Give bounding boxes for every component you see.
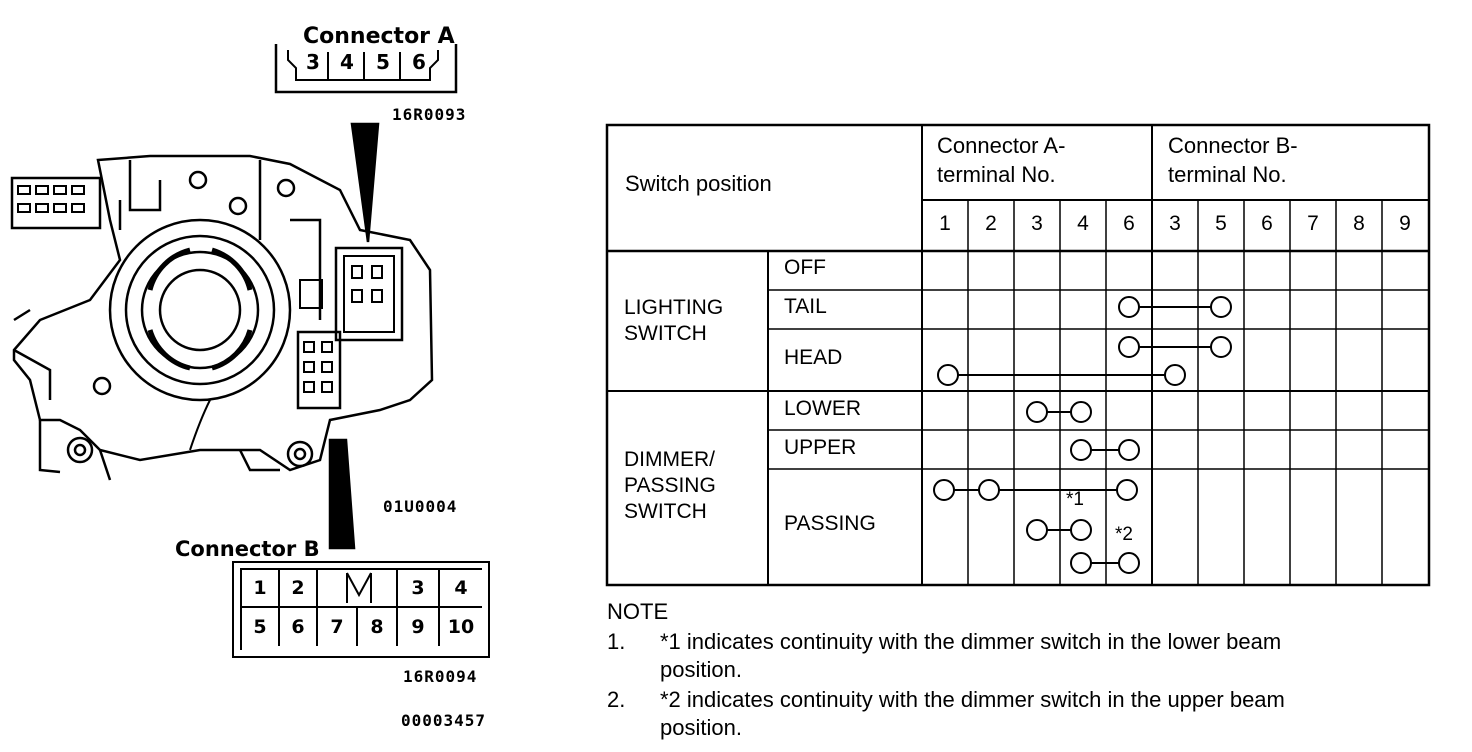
terminal-number: 1 [939, 212, 951, 235]
terminal-number: 3 [1031, 212, 1043, 235]
switch-position-header: Switch position [625, 171, 772, 196]
terminal-number: 5 [1215, 212, 1227, 235]
terminal-number: 9 [1399, 212, 1411, 235]
connector-a-pin: 3 [306, 50, 320, 74]
position-tail: TAIL [784, 295, 827, 318]
connector-a-code: 16R0093 [392, 105, 467, 124]
connector-b-housing [232, 561, 490, 658]
position-head: HEAD [784, 346, 843, 369]
assembly-code: 01U0004 [383, 497, 458, 516]
connector-b-pin: 6 [280, 608, 318, 646]
connector-b-code: 16R0094 [403, 667, 478, 686]
mark-2: *2 [1115, 524, 1133, 545]
connector-a-title: Connector A [303, 24, 455, 49]
note-title: NOTE [607, 599, 669, 624]
connector-b-header: Connector B- [1168, 133, 1298, 158]
continuity-marks [933, 296, 1232, 574]
note-text: *2 indicates continuity with the dimmer … [660, 687, 1285, 712]
connector-b-pin: 7 [318, 608, 358, 646]
group-label-dimmer: DIMMER/ [624, 448, 715, 471]
note-text: *1 indicates continuity with the dimmer … [660, 629, 1282, 654]
group-label-lighting: LIGHTING [624, 296, 724, 319]
connector-b-pin: 1 [242, 570, 280, 608]
connector-a-pin: 4 [340, 50, 354, 74]
connector-a-header-sub: terminal No. [937, 162, 1056, 187]
figure-code: 00003457 [401, 711, 487, 730]
connector-a-housing [274, 44, 458, 94]
connector-b-title: Connector B [175, 537, 320, 561]
combination-switch-drawing [10, 122, 434, 550]
position-off: OFF [784, 256, 826, 279]
terminal-number: 2 [985, 212, 997, 235]
terminal-number: 7 [1307, 212, 1319, 235]
connector-b-pin: 9 [398, 608, 440, 646]
connector-b-pin: 4 [440, 570, 482, 608]
position-passing: PASSING [784, 512, 876, 535]
connector-a-pin: 6 [412, 50, 426, 74]
position-lower: LOWER [784, 397, 862, 420]
terminal-number: 3 [1169, 212, 1181, 235]
note-number: 2. [607, 687, 626, 712]
terminal-number: 6 [1261, 212, 1273, 235]
note-text-cont: position. [660, 715, 742, 740]
note-number: 1. [607, 629, 626, 654]
terminal-number: 4 [1077, 212, 1089, 235]
connector-b-pin: 5 [242, 608, 280, 646]
connector-b-face: 1 2 3 4 5 6 7 8 9 10 [240, 568, 482, 650]
note-text-cont: position. [660, 657, 742, 682]
terminal-number: 6 [1123, 212, 1135, 235]
connector-b-pin: 3 [398, 570, 440, 608]
connector-b-pin: 8 [358, 608, 398, 646]
connector-a-header: Connector A- [937, 133, 1066, 158]
connector-b-header-sub: terminal No. [1168, 162, 1287, 187]
connector-a-pin: 5 [376, 50, 390, 74]
group-label-switch: SWITCH [624, 500, 707, 523]
mark-1: *1 [1066, 489, 1084, 510]
terminal-number: 8 [1353, 212, 1365, 235]
key-slot-icon [346, 572, 372, 603]
connector-b-key [318, 570, 398, 608]
group-label-passing: PASSING [624, 474, 716, 497]
continuity-table-grid [605, 123, 1431, 587]
group-label-lighting-sub: SWITCH [624, 322, 707, 345]
connector-b-pin: 10 [447, 616, 475, 638]
connector-b-pin: 2 [280, 570, 318, 608]
position-upper: UPPER [784, 436, 857, 459]
